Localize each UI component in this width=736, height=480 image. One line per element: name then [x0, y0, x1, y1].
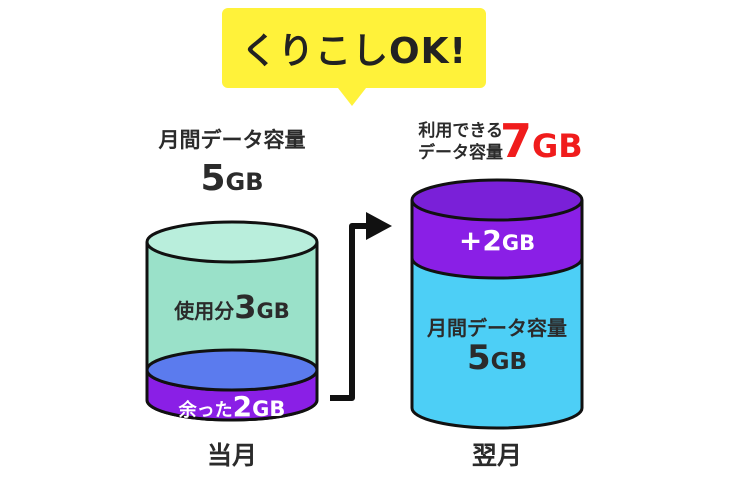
next-month-capacity-value: 5GB	[412, 338, 582, 378]
remaining-amount-label: 余った2GB	[147, 390, 317, 423]
callout-text: くりこしOK!	[241, 31, 467, 72]
used-number: 3	[234, 288, 257, 326]
available-number: 7	[500, 114, 533, 168]
carryover-unit: GB	[501, 231, 536, 255]
next-month-available-label: 利用できる データ容量	[393, 120, 503, 164]
available-line1: 利用できる	[418, 121, 503, 141]
callout-bubble	[222, 8, 486, 106]
next-month-cylinder	[410, 178, 584, 430]
this-month-cylinder	[145, 220, 319, 422]
next-month-capacity-unit: GB	[490, 349, 528, 375]
remaining-number: 2	[232, 390, 253, 423]
carryover-number: +2	[458, 224, 502, 257]
carryover-amount-label: +2GB	[412, 224, 582, 257]
carryover-arrow	[330, 212, 392, 401]
available-line2: データ容量	[418, 143, 503, 163]
next-month-footer: 翌月	[471, 441, 522, 470]
used-prefix: 使用分	[174, 299, 235, 323]
next-month-available-value: 7GB	[500, 114, 610, 168]
this-month-capacity-unit: GB	[225, 168, 264, 196]
remaining-unit: GB	[252, 397, 286, 421]
next-month-capacity-number: 5	[466, 338, 491, 378]
used-unit: GB	[256, 299, 290, 323]
this-month-capacity-number: 5	[200, 158, 226, 199]
this-month-footer: 当月	[206, 441, 257, 470]
remaining-prefix: 余った	[178, 400, 233, 421]
used-amount-label: 使用分3GB	[147, 288, 317, 326]
next-month-capacity-label: 月間データ容量	[427, 316, 567, 340]
available-unit: GB	[532, 127, 583, 165]
this-month-capacity-label: 月間データ容量	[158, 128, 306, 152]
this-month-capacity-value: 5GB	[130, 158, 334, 199]
